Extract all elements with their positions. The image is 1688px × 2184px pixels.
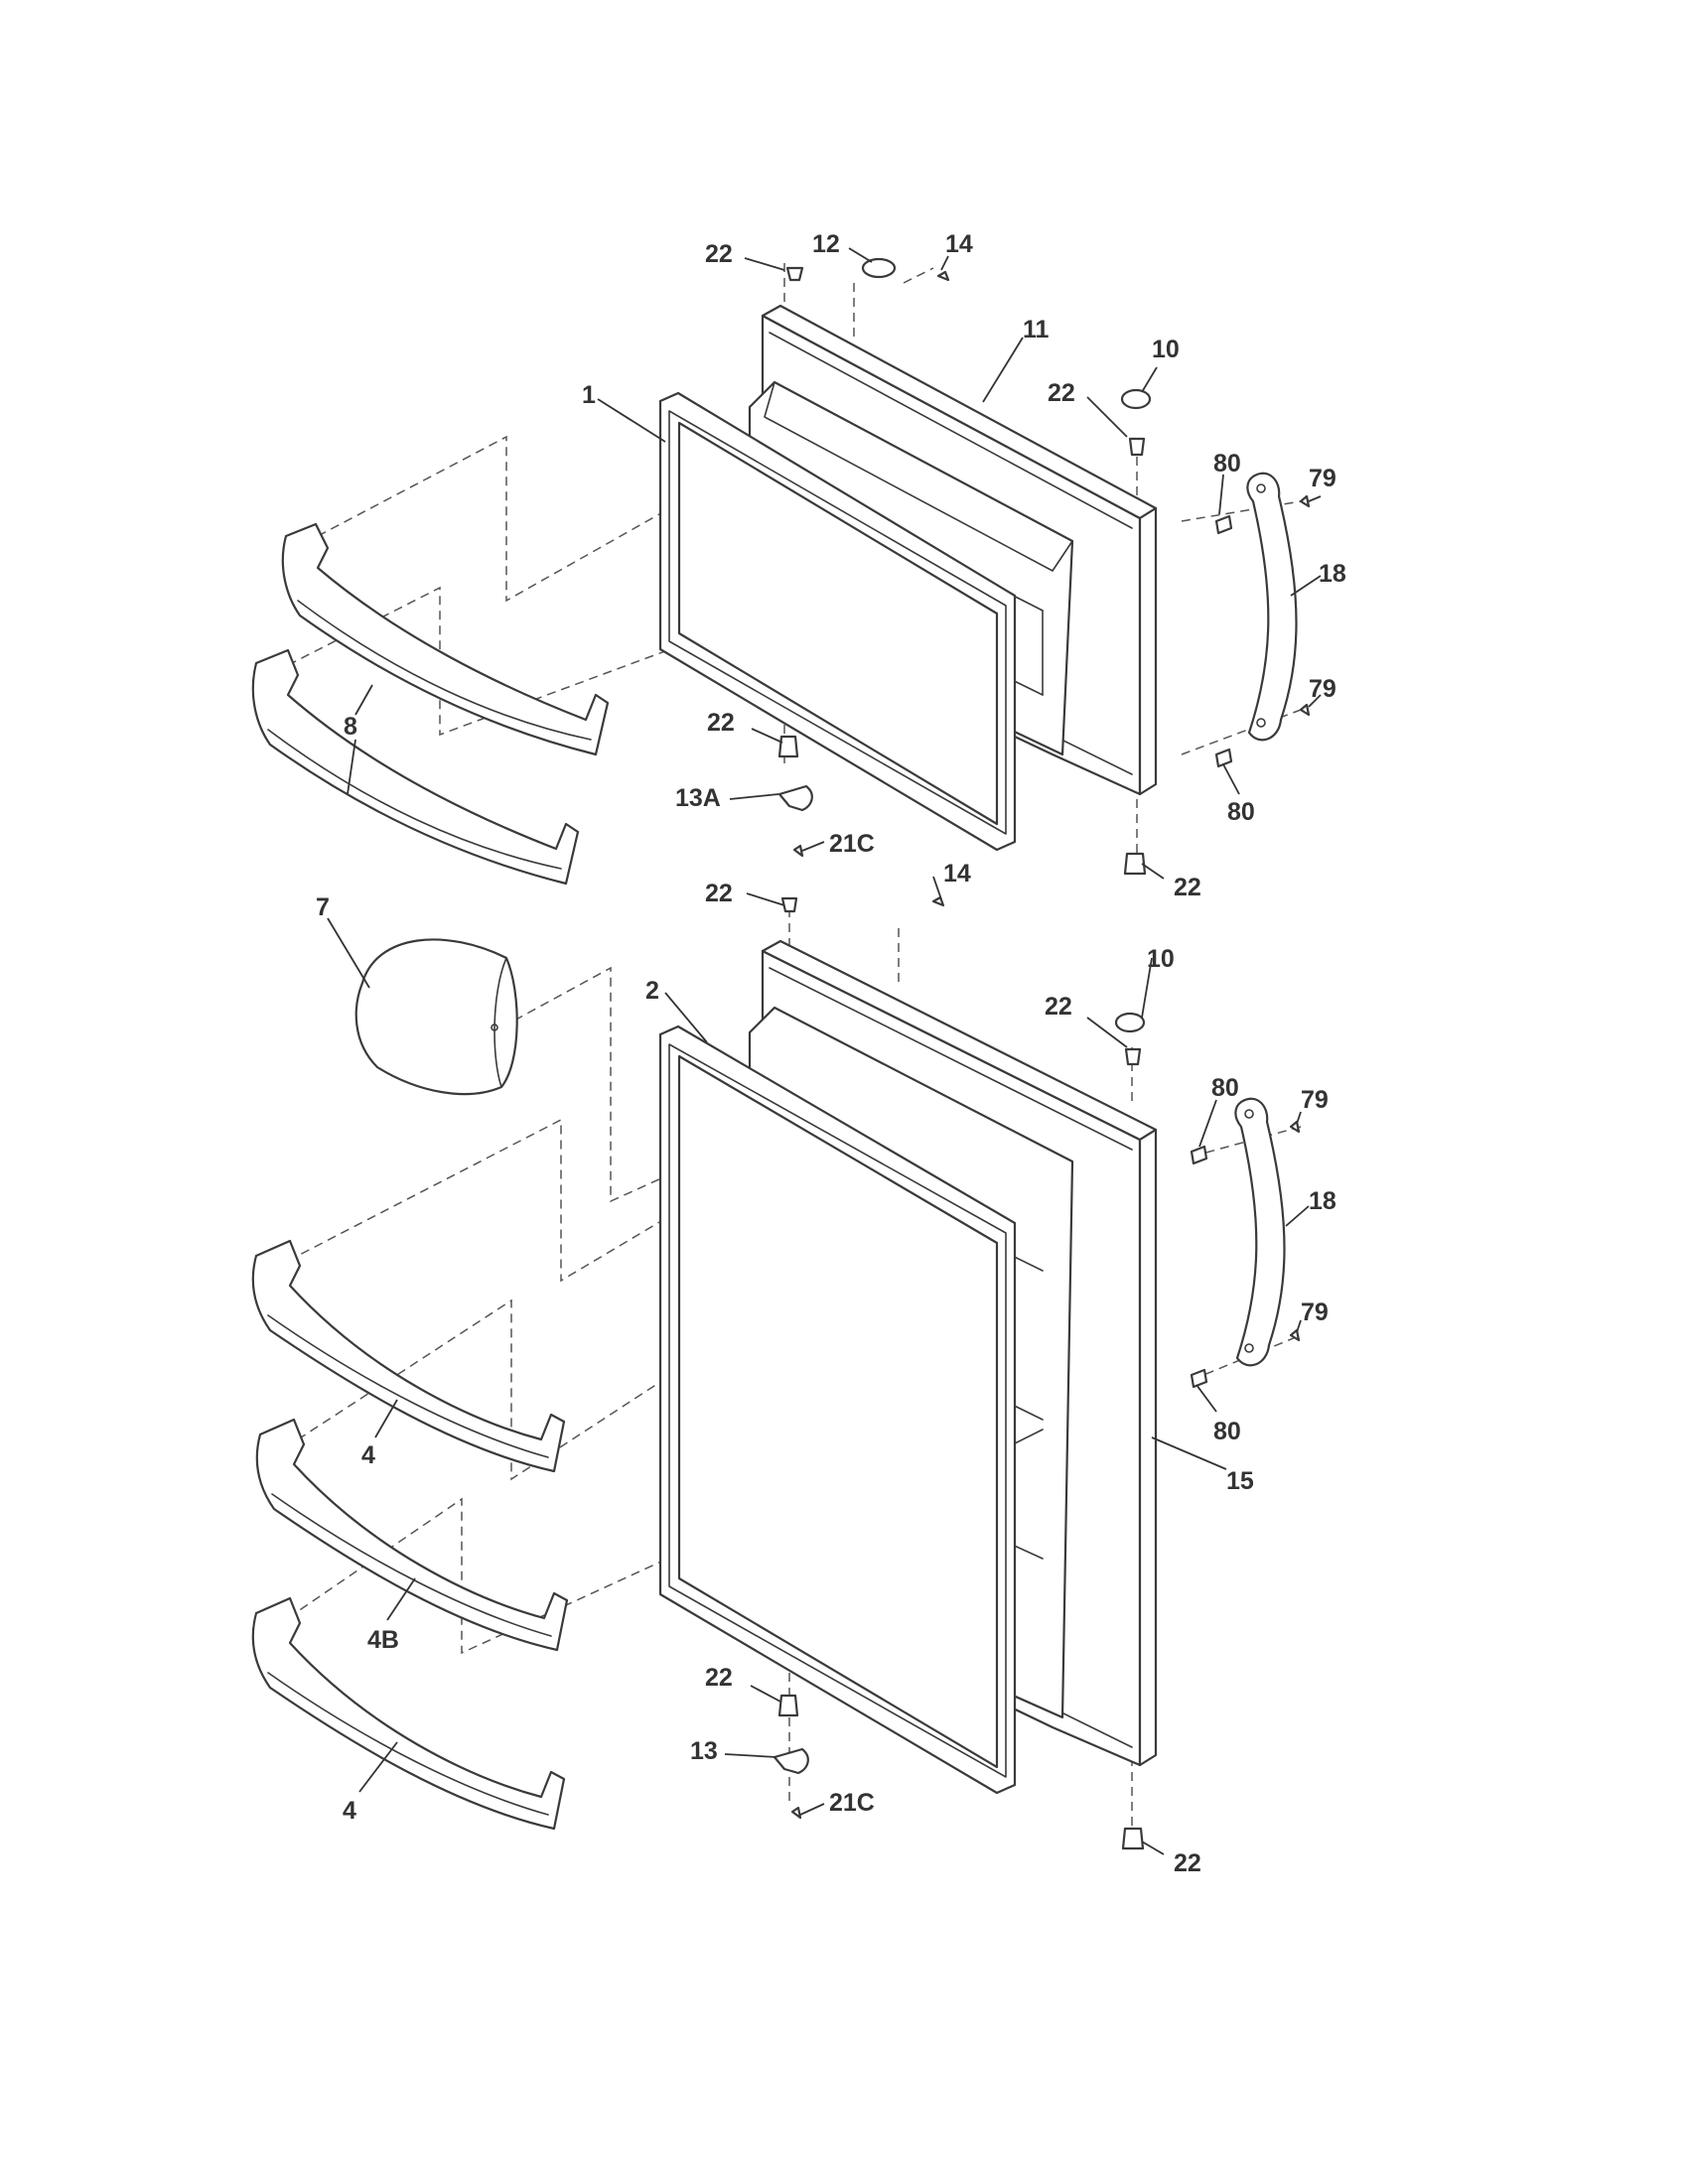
- callout-labels: 22 12 14 11 10 22 1 80 79 18 79 8 22 80 …: [316, 230, 1346, 1877]
- callout-4: 4: [343, 1797, 356, 1825]
- callout-15: 15: [1226, 1467, 1254, 1495]
- fresh-food-door-shelf-bottom: [251, 1596, 566, 1831]
- callout-13a: 13A: [675, 784, 721, 812]
- callout-12: 12: [812, 230, 840, 258]
- callout-22: 22: [1174, 1849, 1201, 1877]
- callout-8: 8: [344, 713, 357, 741]
- callout-79: 79: [1309, 465, 1336, 492]
- callout-1: 1: [582, 381, 596, 409]
- freezer-door-shelf-upper: [281, 522, 610, 756]
- fresh-food-door-hardware: [773, 895, 1301, 1850]
- callout-14: 14: [943, 860, 971, 887]
- callout-22: 22: [1048, 379, 1075, 407]
- callout-4: 4: [361, 1441, 375, 1469]
- callout-80: 80: [1227, 798, 1255, 826]
- callout-22: 22: [705, 240, 733, 268]
- fresh-food-door-shelf-top: [251, 1239, 566, 1473]
- callout-22: 22: [705, 880, 733, 907]
- callout-4b: 4B: [367, 1626, 399, 1654]
- freezer-door-hardware: [777, 257, 1311, 876]
- callout-21c: 21C: [829, 1789, 875, 1817]
- fresh-food-door-handle: [1234, 1097, 1286, 1367]
- callout-80: 80: [1213, 1418, 1241, 1445]
- callout-10: 10: [1152, 336, 1180, 363]
- ice-container: [354, 938, 518, 1096]
- callout-80: 80: [1211, 1074, 1239, 1102]
- callout-7: 7: [316, 893, 330, 921]
- fresh-food-door-gasket: [658, 1024, 1017, 1795]
- callout-22: 22: [1045, 993, 1072, 1021]
- callout-2: 2: [645, 977, 659, 1005]
- callout-21c: 21C: [829, 830, 875, 858]
- callout-79: 79: [1301, 1298, 1329, 1326]
- fresh-food-door-shelf-middle: [255, 1418, 569, 1652]
- freezer-door-shelf-lower: [251, 648, 580, 886]
- freezer-door-handle: [1246, 472, 1298, 742]
- callout-11: 11: [1023, 316, 1050, 343]
- freezer-door-gasket: [658, 391, 1017, 852]
- callout-22: 22: [707, 709, 735, 737]
- callout-79: 79: [1301, 1086, 1329, 1114]
- callout-22: 22: [1174, 874, 1201, 901]
- leader-lines: [327, 247, 1322, 1855]
- callout-18: 18: [1319, 560, 1346, 588]
- callout-10: 10: [1147, 945, 1175, 973]
- callout-14: 14: [945, 230, 973, 258]
- callout-80: 80: [1213, 450, 1241, 478]
- callout-22: 22: [705, 1664, 733, 1692]
- callout-18: 18: [1309, 1187, 1336, 1215]
- callout-79: 79: [1309, 675, 1336, 703]
- callout-13: 13: [690, 1737, 718, 1765]
